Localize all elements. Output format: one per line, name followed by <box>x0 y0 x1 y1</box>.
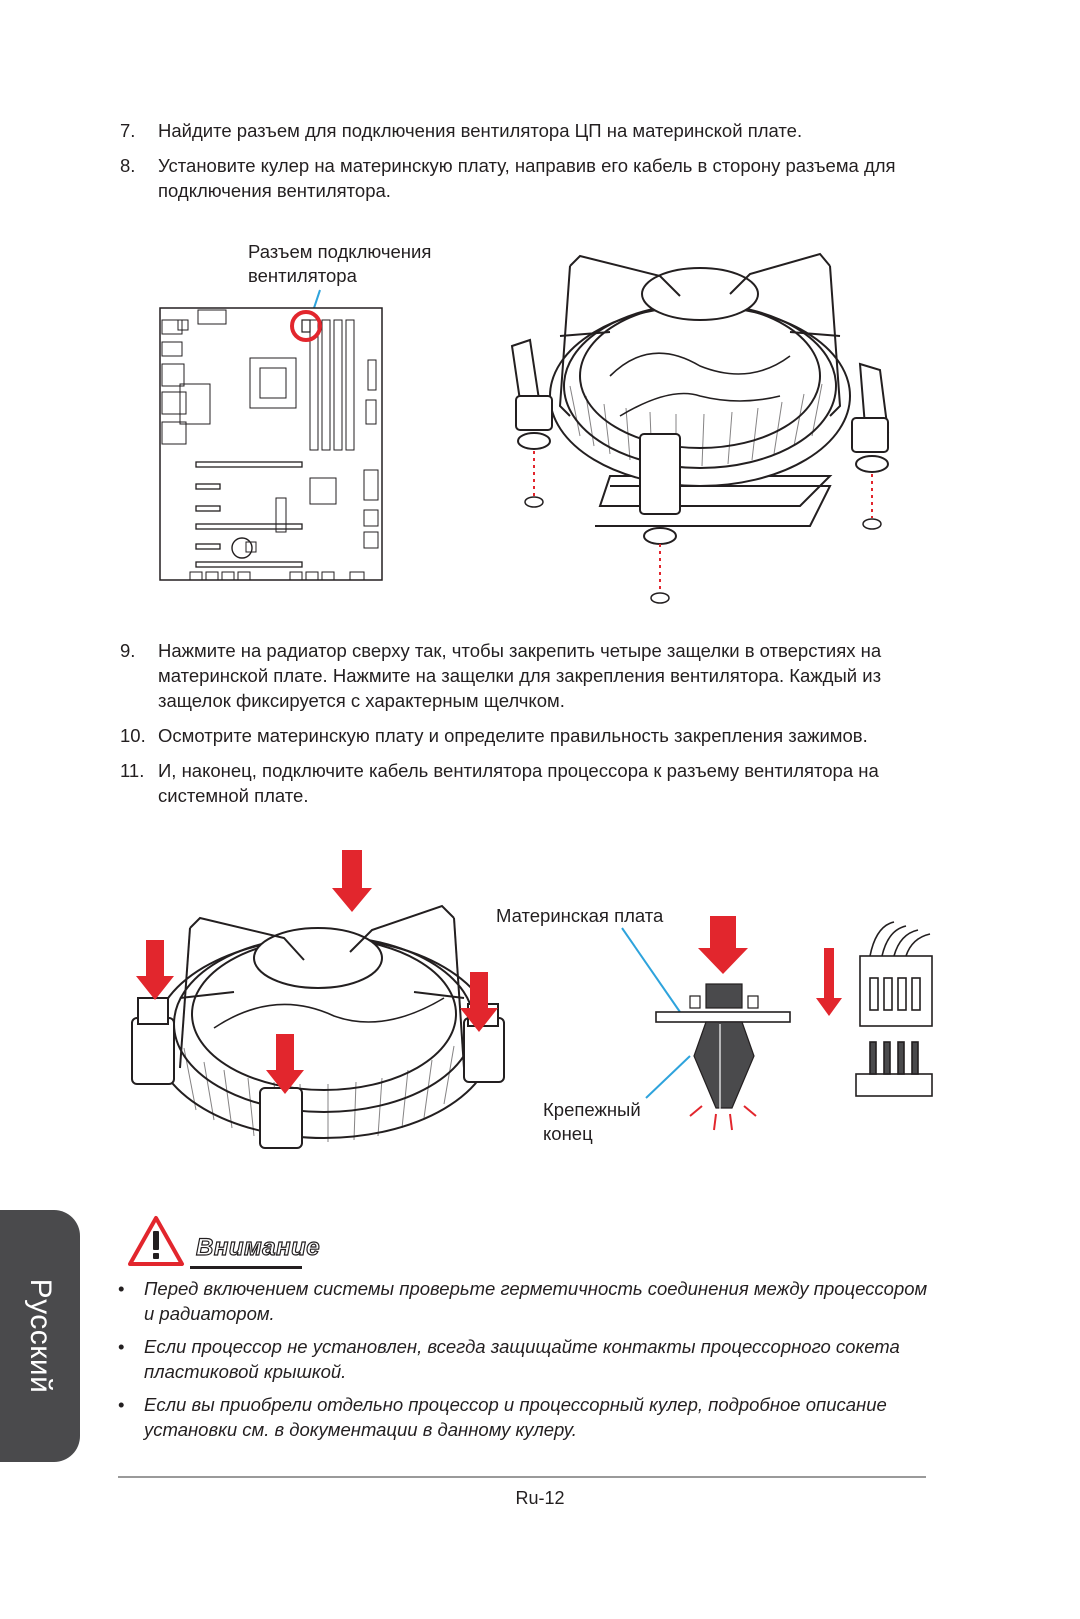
step-number: 9. <box>120 640 136 661</box>
step-text: И, наконец, подключите кабель вентилятор… <box>158 760 879 806</box>
step-text: Найдите разъем для подключения вентилято… <box>158 120 803 141</box>
step-text: Осмотрите материнскую плату и определите… <box>158 725 868 746</box>
step-number: 7. <box>120 120 136 141</box>
step-9: 9. Нажмите на радиатор сверху так, чтобы… <box>120 638 940 713</box>
page-number: Ru-12 <box>515 1488 565 1508</box>
step-8: 8. Установите кулер на материнскую плату… <box>120 153 940 203</box>
warning-note: •Если процессор не установлен, всегда за… <box>118 1336 900 1382</box>
warning-note: •Если вы приобрели отдельно процессор и … <box>118 1394 887 1440</box>
step-text: Установите кулер на материнскую плату, н… <box>158 155 896 201</box>
step-number: 8. <box>120 155 136 176</box>
step-number: 11. <box>120 760 145 781</box>
warning-notes: •Перед включением системы проверьте герм… <box>118 1276 938 1450</box>
warning-icon <box>128 1216 184 1266</box>
step-number: 10. <box>120 725 146 746</box>
press-arrow <box>698 916 748 974</box>
step-7: 7. Найдите разъем для подключения вентил… <box>120 118 940 143</box>
steps-list-top: 7. Найдите разъем для подключения вентил… <box>120 118 940 213</box>
step-text: Нажмите на радиатор сверху так, чтобы за… <box>158 640 882 711</box>
fan-connector-highlight <box>290 310 322 342</box>
fastener-section-diagram <box>621 916 933 1131</box>
warning-title: Внимание <box>195 1233 321 1261</box>
cable-arrow <box>816 948 842 1016</box>
motherboard-diagram <box>159 289 383 581</box>
steps-list-bottom: 9. Нажмите на радиатор сверху так, чтобы… <box>120 638 940 818</box>
step-10: 10. Осмотрите материнскую плату и опреде… <box>120 723 940 748</box>
warning-note: •Перед включением системы проверьте герм… <box>118 1278 928 1324</box>
step-11: 11. И, наконец, подключите кабель вентил… <box>120 758 940 808</box>
cpu-cooler-install-diagram <box>510 252 890 604</box>
fastener-end-label: Крепежный конец <box>543 1099 641 1144</box>
language-tab-label: Русский <box>24 1278 57 1394</box>
warning-underline <box>190 1266 302 1269</box>
footer-divider <box>118 1476 926 1478</box>
fan-connector-label: Разъем подключения вентилятора <box>248 241 432 286</box>
language-tab: Русский <box>0 1210 80 1462</box>
motherboard-label: Материнская плата <box>496 905 664 926</box>
cooler-press-diagram <box>131 850 505 1149</box>
press-arrows <box>136 850 498 1094</box>
